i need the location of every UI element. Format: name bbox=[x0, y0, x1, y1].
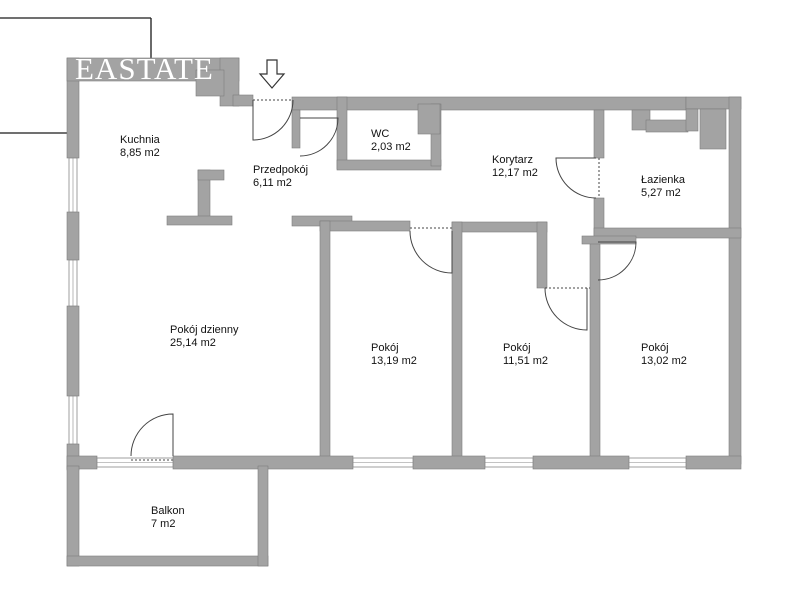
logo-tagline: AGENCY bbox=[107, 84, 191, 100]
room-area-lazienka: 5,27 m2 bbox=[641, 187, 681, 199]
room-label-pokoj-dzienny: Pokój dzienny bbox=[170, 324, 239, 336]
room-label-balkon: Balkon bbox=[151, 505, 185, 517]
room-area-pokoj-1: 13,19 m2 bbox=[371, 355, 417, 367]
room-area-pokoj-2: 11,51 m2 bbox=[503, 355, 549, 367]
room-area-korytarz: 12,17 m2 bbox=[492, 167, 538, 179]
logo-name: EASTATE bbox=[75, 51, 214, 86]
window-glass-lines bbox=[72, 158, 686, 463]
room-label-kuchnia: Kuchnia bbox=[120, 134, 160, 146]
room-area-pokoj-dzienny: 25,14 m2 bbox=[170, 337, 216, 349]
room-label-przedpokoj: Przedpokój bbox=[253, 164, 309, 176]
room-label-korytarz: Korytarz bbox=[492, 154, 533, 166]
room-area-balkon: 7 m2 bbox=[151, 518, 176, 530]
room-label-wc: WC bbox=[371, 128, 390, 140]
logo-frame bbox=[0, 17, 152, 134]
room-label-lazienka: Łazienka bbox=[641, 174, 686, 186]
room-area-pokoj-3: 13,02 m2 bbox=[641, 355, 687, 367]
room-label-pokoj-2: Pokój bbox=[503, 342, 531, 354]
room-label-pokoj-3: Pokój bbox=[641, 342, 669, 354]
room-area-wc: 2,03 m2 bbox=[371, 141, 411, 153]
doors bbox=[130, 99, 637, 461]
walls bbox=[66, 57, 742, 567]
room-area-kuchnia: 8,85 m2 bbox=[120, 147, 160, 159]
room-label-pokoj-1: Pokój bbox=[371, 342, 399, 354]
entrance-arrow-icon bbox=[258, 59, 286, 89]
room-area-przedpokoj: 6,11 m2 bbox=[253, 177, 292, 189]
